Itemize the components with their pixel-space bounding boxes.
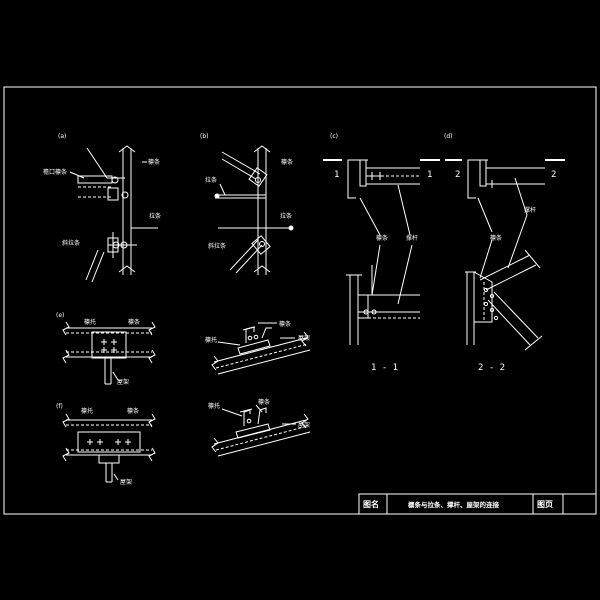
label-b-tie2: 拉条: [280, 212, 292, 220]
title-block: 图名 檩条与拉条、撑杆、屋架的连接 图页: [358, 493, 597, 515]
label-h-left: 檩托: [208, 402, 220, 410]
label-d-right: 撑杆: [524, 206, 536, 214]
section-c-left: 1: [334, 170, 339, 180]
detail-d: (d) 2 2 檩条 撑杆: [444, 133, 565, 373]
label-g-beam: 屋架: [298, 334, 310, 342]
caption-d: 2 - 2: [478, 363, 505, 373]
label-a-gutter: 檩条: [148, 158, 160, 166]
label-b-bot: 斜拉条: [208, 242, 226, 250]
label-e-right: 檩条: [128, 318, 140, 326]
label-f-bot: 屋架: [120, 478, 132, 486]
label-d-left: 檩条: [490, 234, 502, 242]
title-name-label: 图名: [363, 499, 379, 509]
label-b-tie: 拉条: [205, 176, 217, 184]
title-page-label: 图页: [537, 500, 553, 509]
label-a-purlin: 拉条: [149, 212, 161, 220]
label-h-beam: 屋架: [298, 421, 310, 429]
label-a-hanger: 檐口檩条: [43, 168, 67, 176]
detail-f: (f) 檩托 檩条 屋架: [56, 403, 156, 486]
label-b-gutter: 檩条: [281, 158, 293, 166]
label-h-mid: 檩条: [258, 398, 270, 406]
drawing-frame: [3, 86, 597, 515]
label-g-right: 檩条: [279, 320, 291, 328]
detail-c: (c) 1 1 檩条 撑杆 1 - 1: [323, 133, 440, 373]
panel-d-label: (d): [444, 133, 453, 140]
detail-a: (a) 檩条 檐口檩条 拉条 斜拉条: [43, 133, 161, 283]
label-f-left: 檩托: [81, 407, 93, 415]
label-a-bot: 斜拉条: [62, 239, 80, 247]
label-f-right: 檩条: [127, 407, 139, 415]
detail-b: (b) 檩条 拉条 拉条 斜拉条: [200, 133, 294, 275]
panel-b-label: (b): [200, 133, 209, 140]
section-d-left: 2: [455, 170, 460, 180]
panel-f-label: (f): [56, 403, 63, 410]
label-g-left: 檩托: [205, 336, 217, 344]
label-c-right: 撑杆: [406, 234, 418, 242]
label-c-left: 檩条: [376, 234, 388, 242]
title-text: 檩条与拉条、撑杆、屋架的连接: [408, 500, 500, 509]
detail-e: (e) 檩托 檩条 屋架: [56, 312, 156, 386]
panel-a-label: (a): [58, 133, 66, 140]
label-e-left: 檩托: [84, 318, 96, 326]
section-d-right: 2: [551, 170, 556, 180]
label-e-bot: 屋架: [117, 378, 129, 386]
section-c-right: 1: [427, 170, 432, 180]
panel-c-label: (c): [330, 133, 338, 140]
detail-h: 檩托 檩条 屋架: [208, 398, 311, 457]
detail-g: 檩托 檩条 屋架: [205, 320, 311, 375]
caption-c: 1 - 1: [371, 363, 398, 373]
panel-e-label: (e): [56, 312, 64, 319]
